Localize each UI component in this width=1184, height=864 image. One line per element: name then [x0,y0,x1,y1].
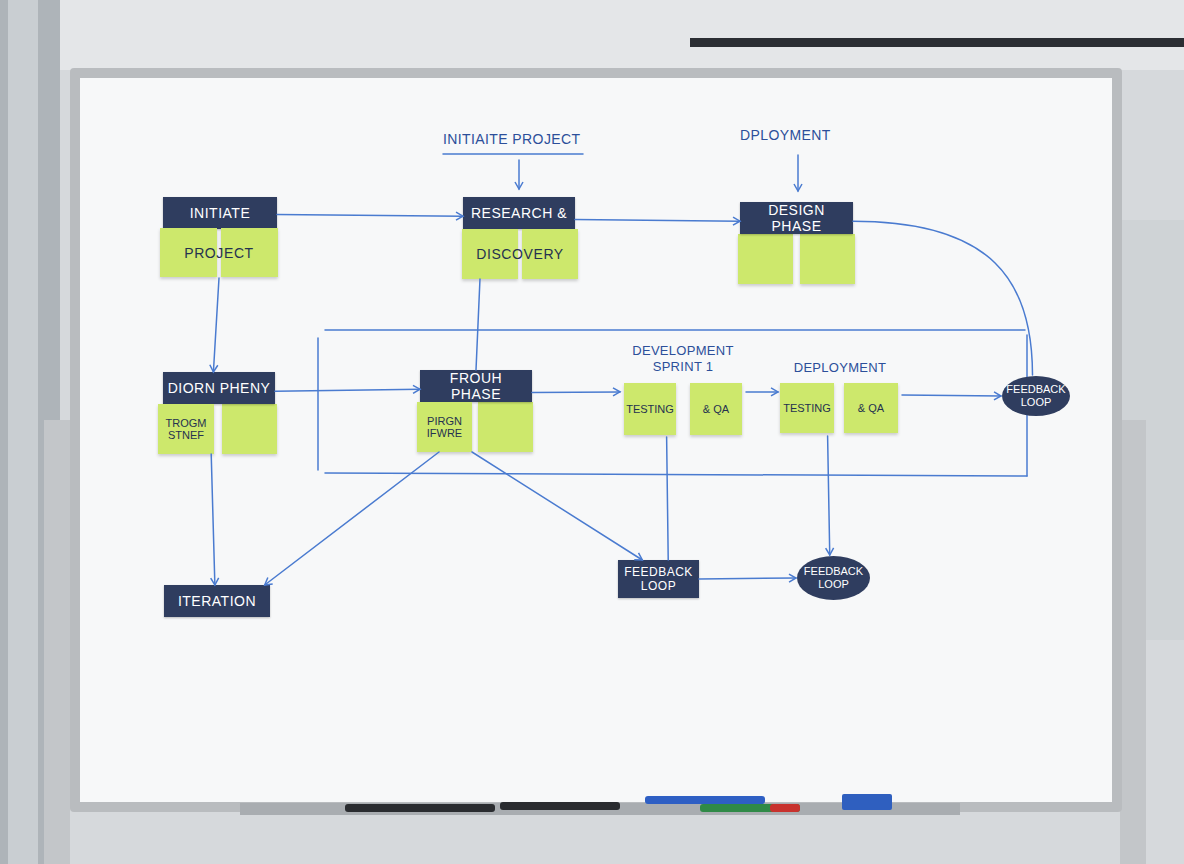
underline [443,153,583,155]
process-box: INITIATE [163,197,277,229]
ceiling [0,0,1184,70]
window-pane [8,0,38,864]
node-text: DISCOVERY [476,246,564,262]
flow-arrow [277,215,463,217]
marker [700,804,800,812]
process-box: ITERATION [164,585,270,617]
sticky-note [800,234,855,284]
node-text: ITERATION [178,593,256,609]
node-text: & QA [858,402,884,414]
flow-arrow [902,395,1001,396]
flow-arrow [265,452,439,585]
stage-group: DEVELOPMENT SPRINT 1 TESTING & QA [620,343,746,437]
flow-arrow [213,278,219,372]
terminal-ellipse: FEEDBACK LOOP [796,555,871,601]
label-arrow [518,160,520,189]
sticky-note: TROGM STNEF [158,404,214,454]
process-box: RESEARCH & [463,197,575,229]
sticky-note [222,404,277,454]
marker [645,796,765,804]
flow-arrow [532,391,620,393]
frame-line [325,329,1025,331]
node-text: TESTING [783,402,831,414]
handwritten-label: INITIAITE PROJECT [443,131,580,147]
flow-arrow [699,578,796,579]
node-text: FEEDBACK LOOP [796,565,871,591]
stand-leg [44,420,70,864]
eraser [842,794,892,810]
node-text: RESEARCH & [471,205,567,221]
node-text: TESTING [626,403,674,415]
node-text: DESIGN PHASE [744,202,849,234]
label-arrow [797,155,799,191]
flow-arrow [746,391,778,393]
sticky-note [738,234,793,284]
node-text: DEPLOYMENT [778,360,902,376]
node-text: DIORN PHENY [168,380,271,396]
node-text: TROGM STNEF [161,417,211,441]
ceiling-light [690,38,1184,47]
flow-arrow [472,452,642,560]
node-text: FROUH PHASE [424,370,528,402]
node-text: PROJECT [184,245,254,261]
marker [500,802,620,810]
handwritten-label: DPLOYMENT [740,127,831,143]
sticky-note: TESTING [624,383,676,435]
stage-group: DEPLOYMENT TESTING & QA [778,360,902,436]
process-box: DIORN PHENY [163,372,275,404]
flow-arrow [828,436,830,555]
node-text: PIRGN IFWRE [420,415,469,439]
flow-arrow [667,437,669,560]
board-frame [70,68,1122,812]
node-text: FEEDBACK LOOP [1000,383,1071,409]
ellipse-shape [797,556,870,600]
sticky-group: DISCOVERY [462,229,578,279]
node-text: DEVELOPMENT SPRINT 1 [620,343,746,375]
terminal-ellipse: FEEDBACK LOOP [1001,375,1071,417]
flow-arrow [575,219,740,221]
sticky-note: & QA [844,383,898,433]
node-text: FEEDBACK LOOP [622,565,695,593]
sticky-note: TESTING [780,383,834,433]
frame-line [317,338,319,470]
sticky-note: & QA [690,383,742,435]
node-text: INITIATE [190,205,251,221]
process-box: DESIGN PHASE [740,202,853,234]
node-text: & QA [703,403,729,415]
marker [770,804,800,812]
frame-line [325,473,1027,476]
flow-arrow [211,454,215,585]
process-box: FEEDBACK LOOP [618,560,699,598]
stand-leg [1120,420,1146,864]
marker [345,804,495,812]
sticky-note: PIRGN IFWRE [417,402,472,452]
flow-arrow [476,279,480,370]
sticky-note [478,402,533,452]
process-box: FROUH PHASE [420,370,532,402]
whiteboard [80,78,1112,802]
flow-arrow [275,389,420,391]
flow-arrow [853,221,1033,375]
sticky-group: PROJECT [160,228,278,278]
